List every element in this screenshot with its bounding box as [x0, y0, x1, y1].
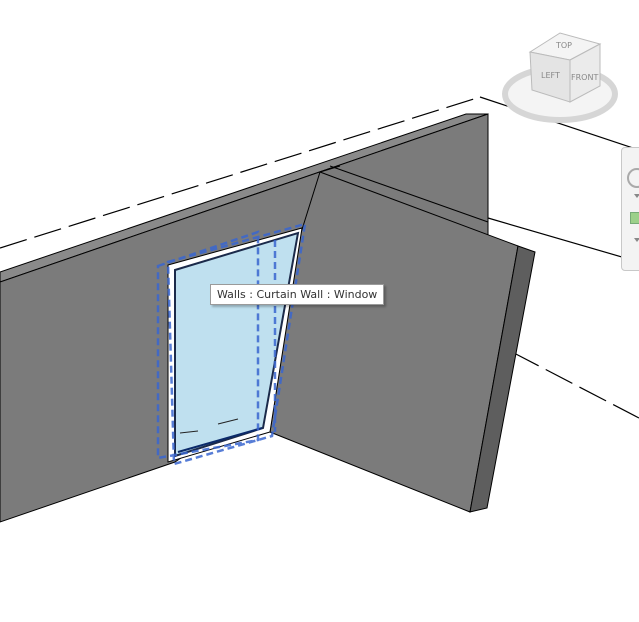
steering-wheel-icon[interactable]	[627, 168, 639, 188]
dropdown-arrow-icon[interactable]	[634, 238, 639, 242]
navigation-bar	[621, 147, 639, 271]
element-tooltip: Walls : Curtain Wall : Window	[210, 284, 385, 305]
viewcube-top-label[interactable]: TOP	[555, 41, 572, 50]
zoom-region-icon[interactable]	[630, 212, 639, 224]
viewcube[interactable]: LEFT FRONT TOP	[502, 32, 618, 123]
wall-angled[interactable]	[269, 171, 536, 513]
reference-lines	[0, 96, 639, 419]
viewcube-left-label[interactable]: LEFT	[541, 71, 560, 80]
viewcube-front-label[interactable]: FRONT	[571, 73, 598, 82]
dropdown-arrow-icon[interactable]	[634, 194, 639, 198]
